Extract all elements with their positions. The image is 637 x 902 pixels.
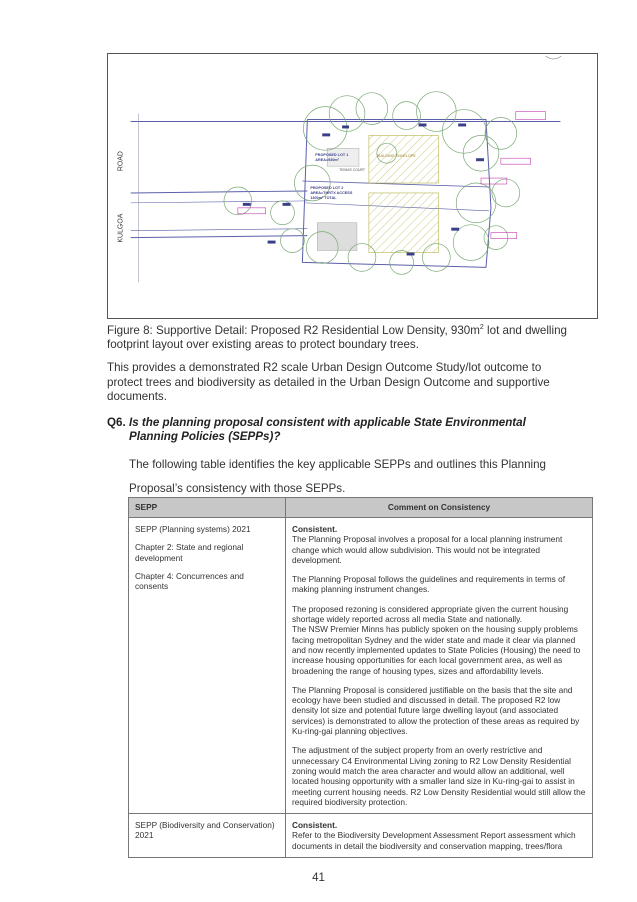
comment-text: The Planning Proposal involves a proposa… — [292, 534, 563, 565]
comment-cell: Consistent. Refer to the Biodiversity De… — [285, 813, 593, 859]
sepp-chapter: Chapter 2: State and regional developmen… — [135, 542, 244, 563]
comment-cell: Consistent. The Planning Proposal involv… — [285, 516, 593, 815]
table-row: SEPP (Planning systems) 2021 Chapter 2: … — [128, 516, 593, 815]
comment-paragraph: The NSW Premier Minns has publicly spoke… — [292, 624, 581, 676]
sepp-chapter: Chapter 4: Concurrences and consents — [135, 570, 244, 592]
site-plan-drawing: ROAD KULGOA PROPOSED LOT 1 AREA=930m² PR… — [118, 55, 562, 283]
lot1-label: PROPOSED LOT 1 — [315, 153, 348, 157]
header-comment: Comment on Consistency — [285, 497, 593, 518]
consistency-status: Consistent. — [292, 820, 338, 831]
comment-text: Refer to the Biodiversity Development As… — [292, 830, 576, 851]
caption-superscript: 2 — [479, 324, 484, 331]
caption-text-end: lot and dwelling footprint layout over e… — [107, 323, 567, 352]
sepp-cell: SEPP (Planning systems) 2021 Chapter 2: … — [128, 516, 286, 815]
lot1-area-label: AREA=930m² — [315, 158, 340, 162]
north-arrow-icon — [545, 55, 562, 60]
intro-paragraph: The following table identifies the key a… — [129, 458, 546, 495]
comment-paragraph: The Planning Proposal follows the guidel… — [292, 574, 566, 595]
sepp-name: SEPP (Biodiversity and Conservation) 202… — [135, 820, 275, 841]
header-sepp: SEPP — [128, 497, 286, 518]
sepp-name: SEPP (Planning systems) 2021 — [135, 524, 251, 534]
lot2-access-label: AREA=THRTX ACCESS — [310, 191, 353, 195]
lot2-label: PROPOSED LOT 2 — [310, 186, 343, 190]
road-label: ROAD — [118, 151, 125, 171]
comment-paragraph: The Planning Proposal is considered just… — [292, 684, 580, 737]
comment-paragraph: The adjustment of the subject property f… — [292, 745, 586, 807]
comment-paragraph: Consistent. The Planning Proposal involv… — [292, 524, 586, 565]
site-plan-figure: ROAD KULGOA PROPOSED LOT 1 AREA=930m² PR… — [107, 53, 598, 319]
question-heading: Is the planning proposal consistent with… — [129, 416, 526, 443]
table-row: SEPP (Biodiversity and Conservation) 202… — [128, 813, 593, 859]
comment-paragraph: The proposed rezoning is considered appr… — [292, 603, 569, 625]
figure-caption: Figure 8: Supportive Detail: Proposed R2… — [107, 321, 587, 353]
comment-paragraph: Consistent. Refer to the Biodiversity De… — [292, 820, 586, 851]
lot2-total-label: 1300m² TOTAL — [310, 196, 337, 200]
table-header-row: SEPP Comment on Consistency — [128, 497, 593, 518]
sepp-table: SEPP Comment on Consistency SEPP (Planni… — [128, 497, 593, 859]
caption-text: Figure 8: Supportive Detail: Proposed R2… — [107, 323, 480, 337]
street-name-label: KULGOA — [118, 213, 125, 242]
question-number: Q6. — [107, 416, 126, 429]
consistency-status: Consistent. — [292, 524, 338, 534]
building-envelope-label: BUILDING ENVELOPE — [377, 154, 417, 158]
body-paragraph: This provides a demonstrated R2 scale Ur… — [107, 361, 550, 403]
tennis-court-label: TENNIS COURT — [339, 168, 366, 172]
sepp-cell: SEPP (Biodiversity and Conservation) 202… — [128, 813, 286, 859]
page-number: 41 — [312, 872, 325, 884]
